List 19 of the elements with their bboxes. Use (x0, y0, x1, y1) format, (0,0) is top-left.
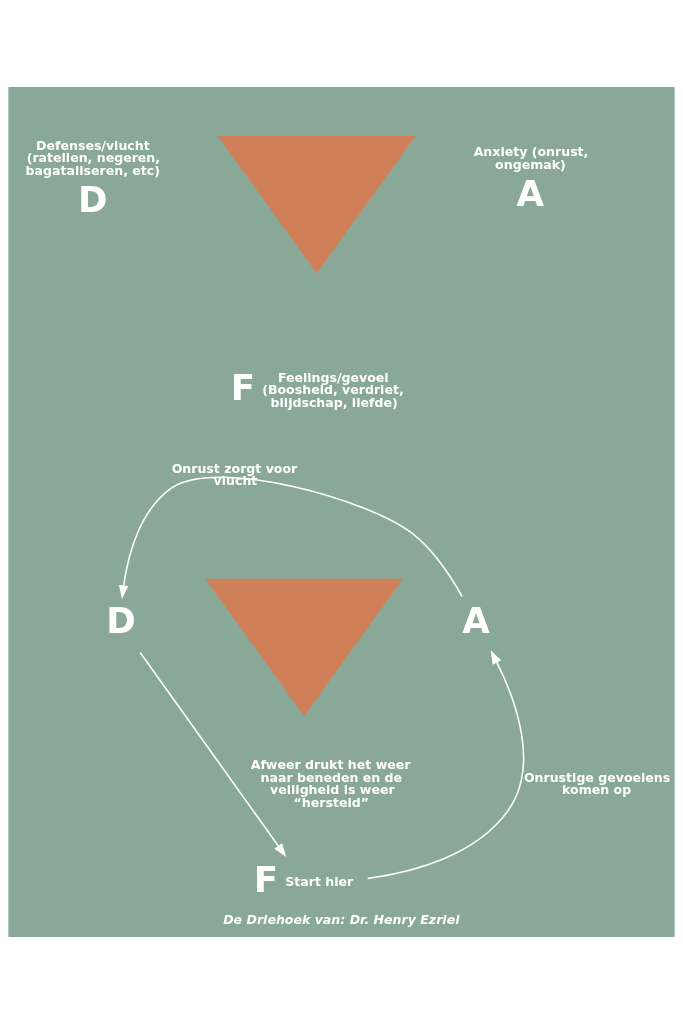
node-text: D (77, 179, 108, 221)
node-text: D (106, 600, 136, 642)
arrow (139, 651, 287, 857)
node-text: A (516, 173, 545, 215)
arrow (366, 650, 525, 880)
node-label: Defenses/vlucht (ratellen, negeren, bagataliseren, etc) (25, 137, 161, 179)
node-text: F (230, 366, 256, 408)
edge-label: Onrust zorgt voor vlucht (171, 460, 298, 489)
node-label: Anxiety (onrust, ongemak) (473, 144, 589, 172)
caption: De Driehoek van: Dr. Henry Ezriel (223, 912, 460, 928)
node-triangle (205, 578, 403, 716)
node-label: Start hier (285, 873, 354, 889)
arrow (118, 476, 463, 600)
node-label: Feelings/gevoel (Boosheid, verdriet, blijdschap, liefde) (262, 369, 404, 410)
node-text: A (462, 600, 490, 642)
node-triangle (217, 135, 416, 274)
edge-label: Afweer drukt het weer naar beneden en de veiligheid is weer “hersteld” (250, 757, 411, 810)
edge-label: Onrustige gevoelens komen op (523, 769, 671, 798)
node-text: F (253, 858, 279, 900)
